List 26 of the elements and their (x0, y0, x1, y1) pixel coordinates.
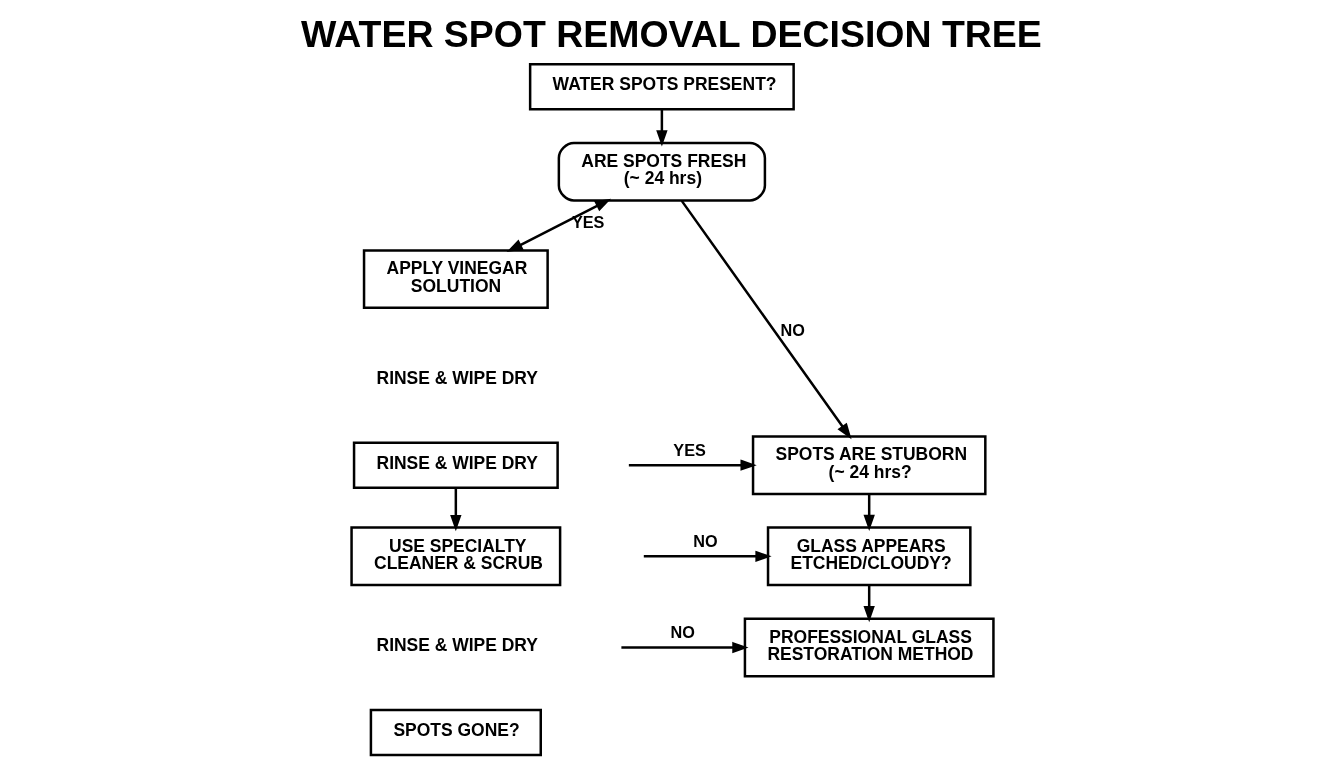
arrow (506, 198, 611, 252)
node-box: APPLY VINEGAR SOLUTION (362, 249, 549, 310)
node-box: WATER SPOTS PRESENT? (528, 63, 795, 111)
node-box: ARE SPOTS FRESH (~ 24 hrs) (557, 141, 766, 202)
arrow (643, 550, 772, 563)
arrow (655, 109, 668, 147)
edge-label: YES (672, 440, 706, 459)
arrow (620, 641, 749, 654)
node-box: SPOTS ARE STUBORN (~ 24 hrs? (751, 435, 987, 496)
node-box: GLASS APPEARS ETCHED/CLOUDY? (766, 526, 972, 587)
arrow (628, 459, 757, 471)
edge-label: NO (780, 320, 805, 339)
arrow (680, 200, 852, 440)
arrow (863, 494, 875, 531)
node-box: RINSE & WIPE DRY (352, 441, 559, 489)
node-box: PROFESSIONAL GLASS RESTORATION METHOD (743, 617, 995, 678)
node-box: SPOTS GONE? (369, 708, 542, 757)
label: RINSE & WIPE DRY (376, 634, 538, 655)
arrow (863, 585, 875, 623)
node-box: USE SPECIALTY CLEANER & SCRUB (349, 526, 561, 587)
edge-label: NO (692, 531, 718, 550)
arrow (449, 487, 462, 532)
edge-label: NO (670, 623, 695, 641)
edge-label: YES (571, 213, 604, 232)
diagram-title: WATER SPOT REMOVAL DECISION TREE (300, 12, 1042, 55)
label: RINSE & WIPE DRY (376, 367, 538, 388)
